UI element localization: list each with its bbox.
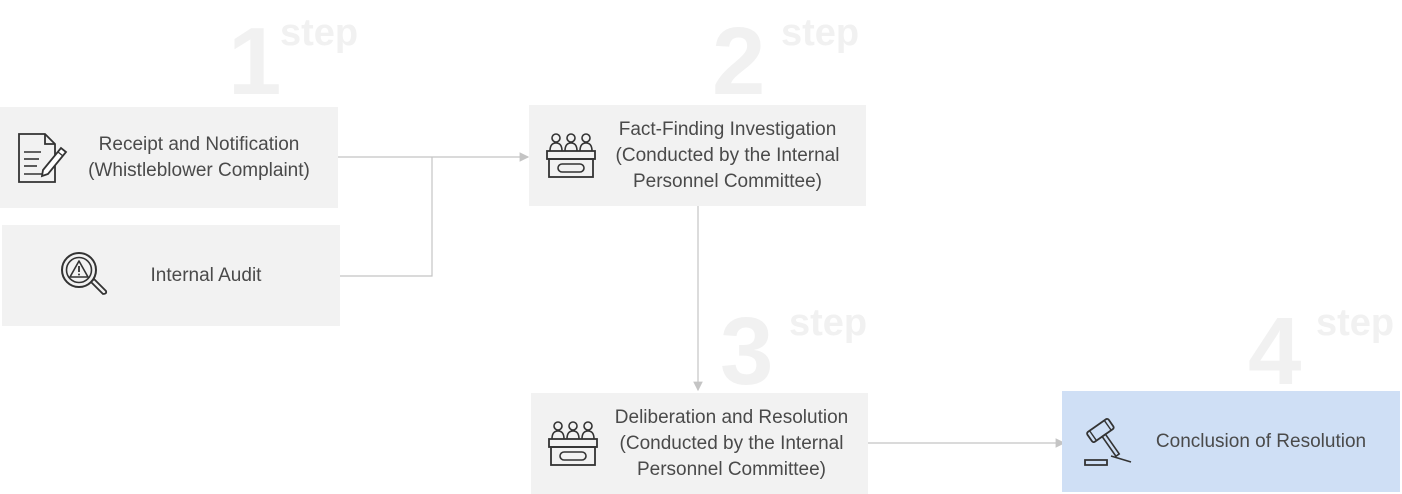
gavel-icon bbox=[1080, 412, 1140, 472]
node-receipt-notification: Receipt and Notification (Whistleblower … bbox=[0, 107, 338, 208]
step-4-number: 4 bbox=[1248, 298, 1301, 405]
node-investigation-label: Fact-Finding Investigation (Conducted by… bbox=[599, 117, 856, 195]
step-4-word: step bbox=[1316, 302, 1395, 344]
node-fact-finding-investigation: Fact-Finding Investigation (Conducted by… bbox=[529, 105, 866, 206]
step-1-number: 1 bbox=[228, 8, 281, 115]
step-3-number: 3 bbox=[720, 298, 773, 405]
node-deliberation-line2: (Conducted by the Internal bbox=[619, 432, 844, 454]
step-2-word: step bbox=[781, 12, 860, 54]
node-internal-audit: Internal Audit bbox=[2, 225, 340, 326]
node-deliberation-resolution: Deliberation and Resolution (Conducted b… bbox=[531, 393, 868, 494]
node-receipt-line1: Receipt and Notification bbox=[98, 133, 300, 155]
node-conclusion-label: Conclusion of Resolution bbox=[1140, 429, 1382, 455]
node-audit-label: Internal Audit bbox=[112, 263, 300, 289]
step-3-word: step bbox=[789, 302, 868, 344]
committee-icon bbox=[545, 414, 601, 474]
step-2-number: 2 bbox=[712, 8, 765, 115]
node-investigation-line1: Fact-Finding Investigation bbox=[618, 118, 837, 140]
node-conclusion-line1: Conclusion of Resolution bbox=[1155, 430, 1367, 452]
node-deliberation-line1: Deliberation and Resolution bbox=[614, 406, 849, 428]
node-receipt-label: Receipt and Notification (Whistleblower … bbox=[70, 132, 328, 184]
committee-icon bbox=[543, 126, 599, 186]
node-deliberation-label: Deliberation and Resolution (Conducted b… bbox=[601, 405, 862, 483]
document-pen-icon bbox=[14, 128, 70, 188]
magnifier-warning-icon bbox=[56, 246, 112, 306]
node-investigation-line2: (Conducted by the Internal bbox=[615, 144, 840, 166]
node-conclusion-resolution: Conclusion of Resolution bbox=[1062, 391, 1400, 492]
node-audit-line1: Internal Audit bbox=[150, 264, 262, 286]
node-investigation-line3: Personnel Committee) bbox=[632, 170, 823, 192]
node-deliberation-line3: Personnel Committee) bbox=[636, 458, 827, 480]
connector-audit bbox=[340, 157, 433, 277]
step-1-word: step bbox=[280, 12, 359, 54]
node-receipt-line2: (Whistleblower Complaint) bbox=[88, 159, 310, 181]
